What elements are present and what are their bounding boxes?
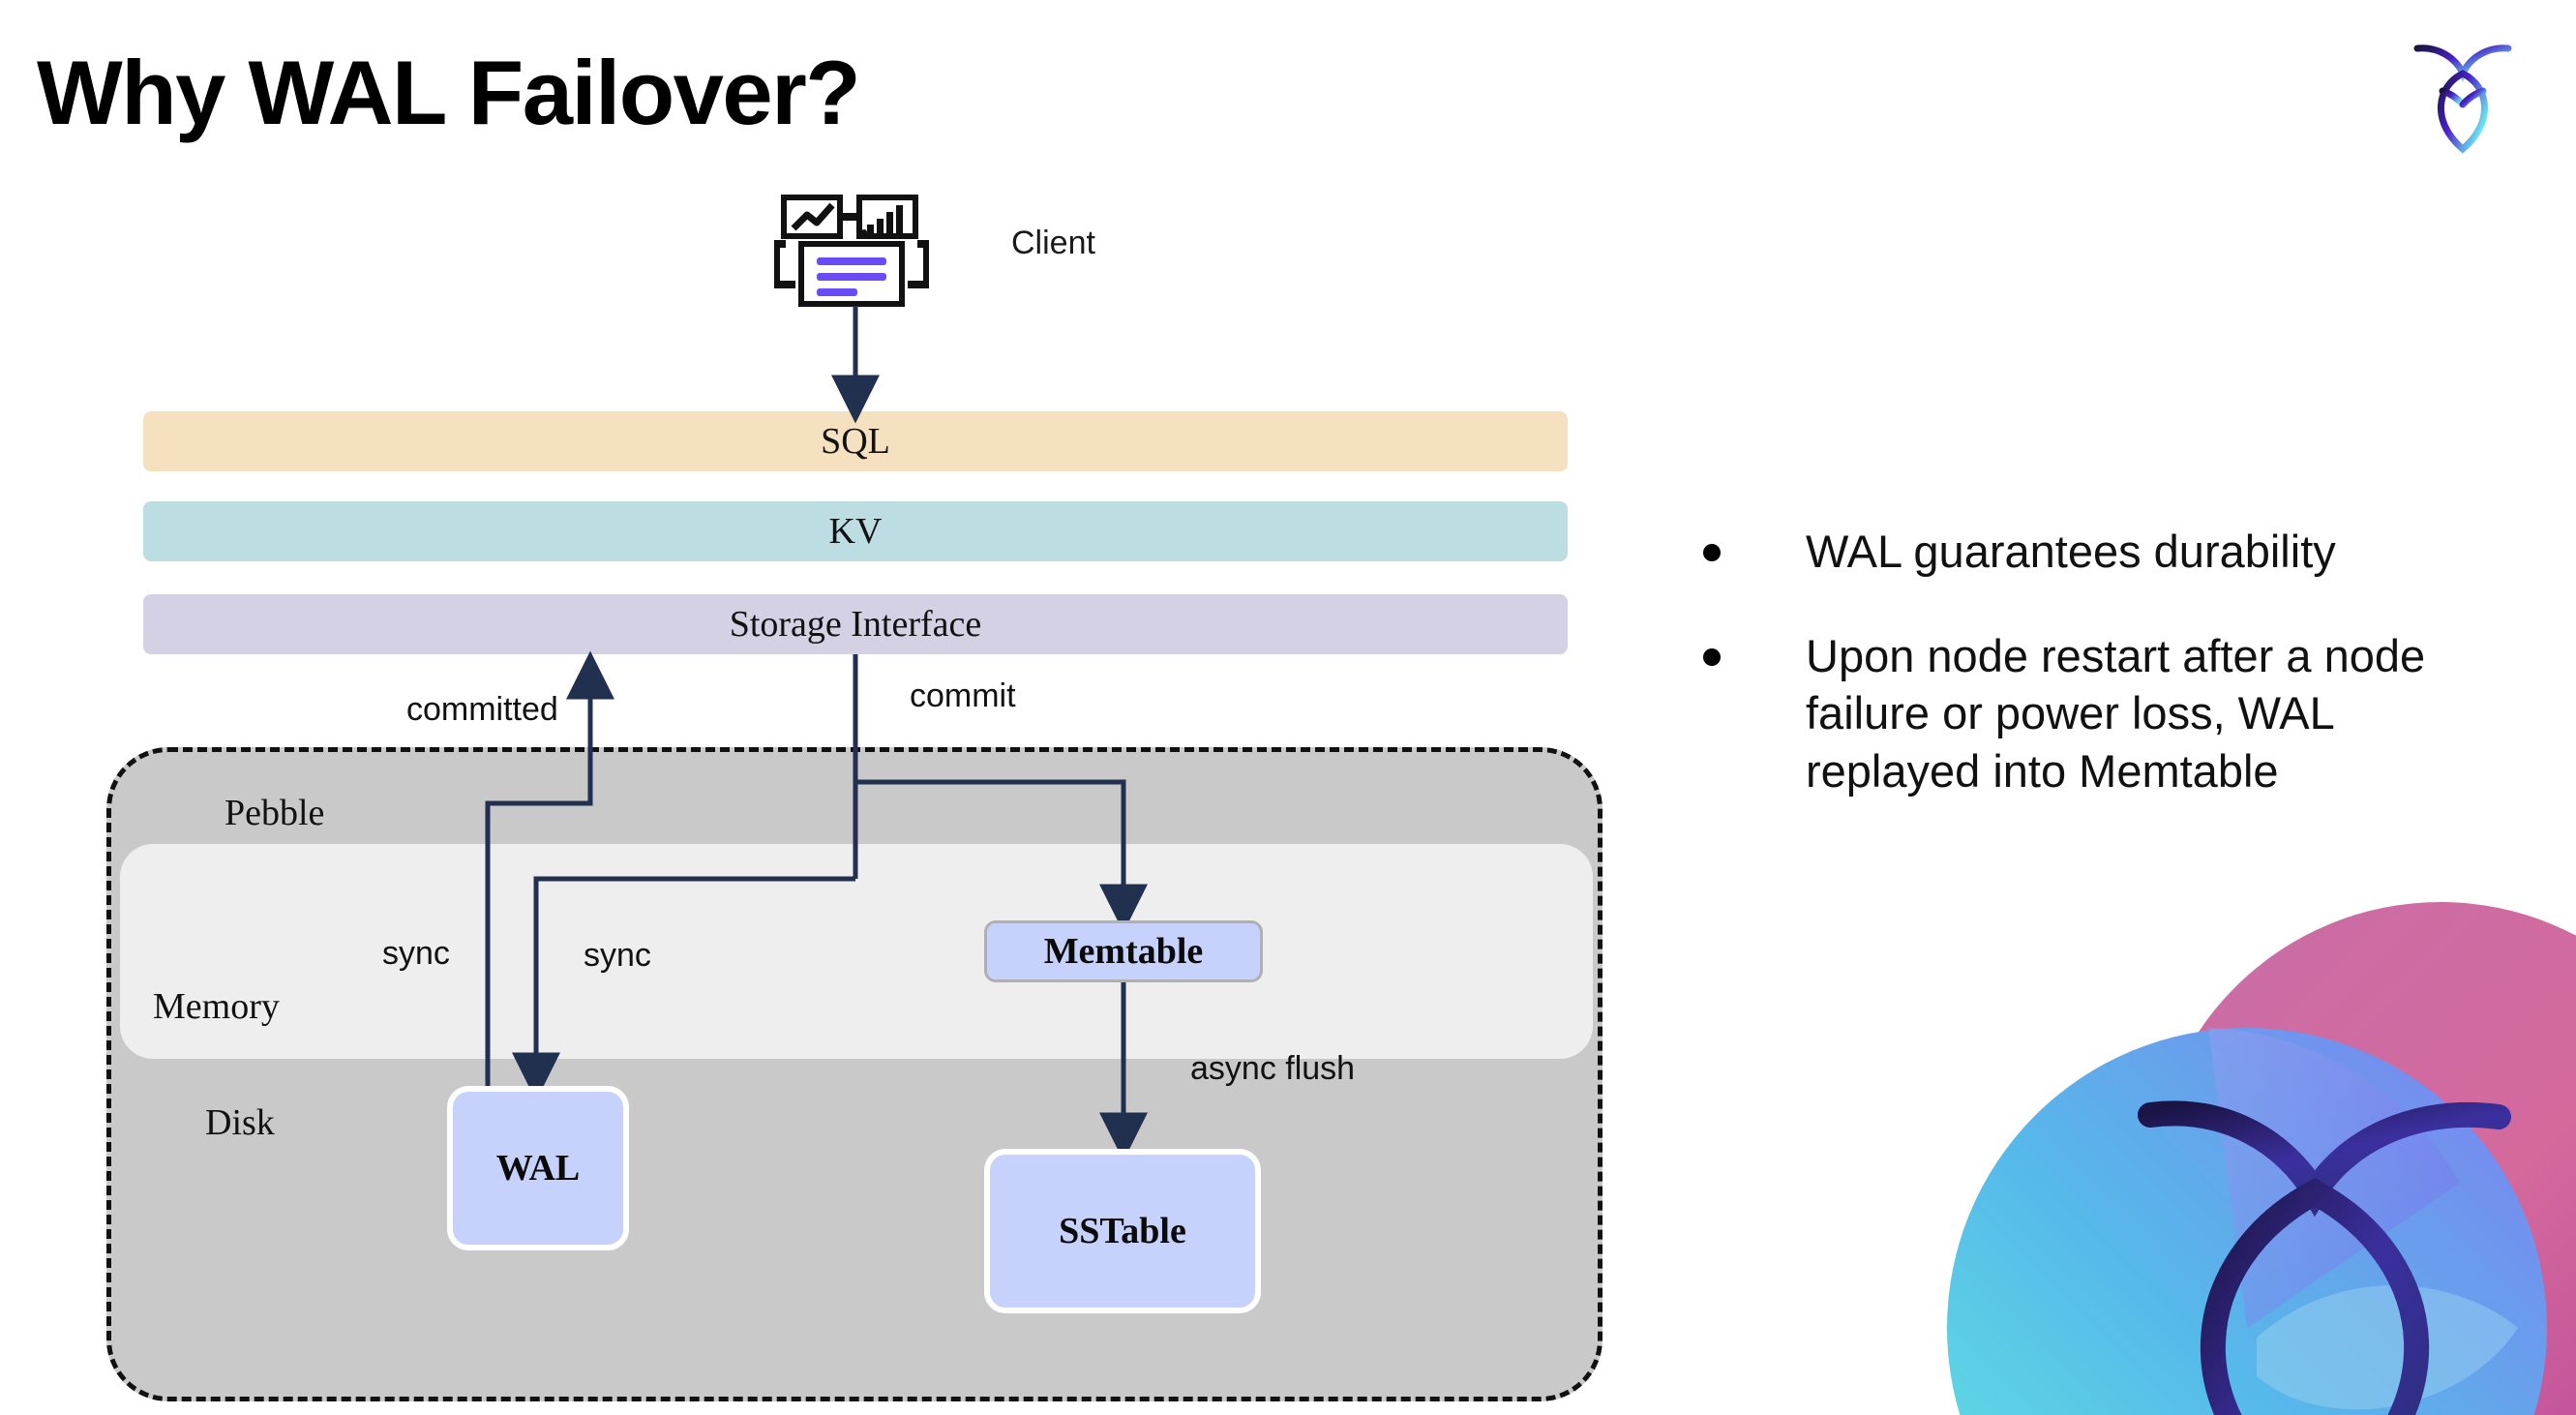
node-label-sstable: SSTable (1059, 1211, 1186, 1251)
layer-bar-storage: Storage Interface (143, 594, 1568, 654)
node-memtable: Memtable (984, 920, 1263, 982)
bullet-text: WAL guarantees durability (1806, 526, 2336, 577)
bullet-list: WAL guarantees durability Upon node rest… (1703, 523, 2506, 847)
client-app-icon (772, 194, 931, 310)
node-label-memtable: Memtable (1043, 931, 1204, 972)
list-item: Upon node restart after a node failure o… (1703, 627, 2506, 800)
node-label-wal: WAL (495, 1148, 581, 1189)
edge-label-commit: commit (910, 677, 1016, 714)
memory-label: Memory (153, 986, 280, 1027)
brand-decoration-art (1841, 873, 2576, 1415)
layer-label-storage: Storage Interface (729, 604, 982, 645)
page-title: Why WAL Failover? (37, 42, 861, 143)
layer-label-sql: SQL (821, 421, 890, 462)
edge-label-sync-up: sync (382, 935, 450, 972)
layer-bar-kv: KV (143, 501, 1568, 561)
bullet-text: Upon node restart after a node failure o… (1806, 629, 2426, 798)
edge-label-async-flush: async flush (1190, 1050, 1356, 1087)
cockroachdb-logo (2410, 33, 2516, 159)
layer-bar-sql: SQL (143, 411, 1568, 471)
node-sstable: SSTable (984, 1149, 1261, 1313)
layer-label-kv: KV (828, 511, 883, 552)
memory-region (120, 844, 1593, 1059)
edge-label-committed: committed (406, 691, 558, 728)
bullet-dot-icon (1703, 647, 1721, 666)
disk-label: Disk (205, 1102, 275, 1143)
node-wal: WAL (447, 1086, 629, 1250)
edge-label-sync-down: sync (584, 937, 651, 974)
bullet-dot-icon (1703, 544, 1721, 561)
pebble-label: Pebble (225, 793, 325, 833)
client-label: Client (1011, 225, 1095, 261)
list-item: WAL guarantees durability (1703, 523, 2506, 581)
